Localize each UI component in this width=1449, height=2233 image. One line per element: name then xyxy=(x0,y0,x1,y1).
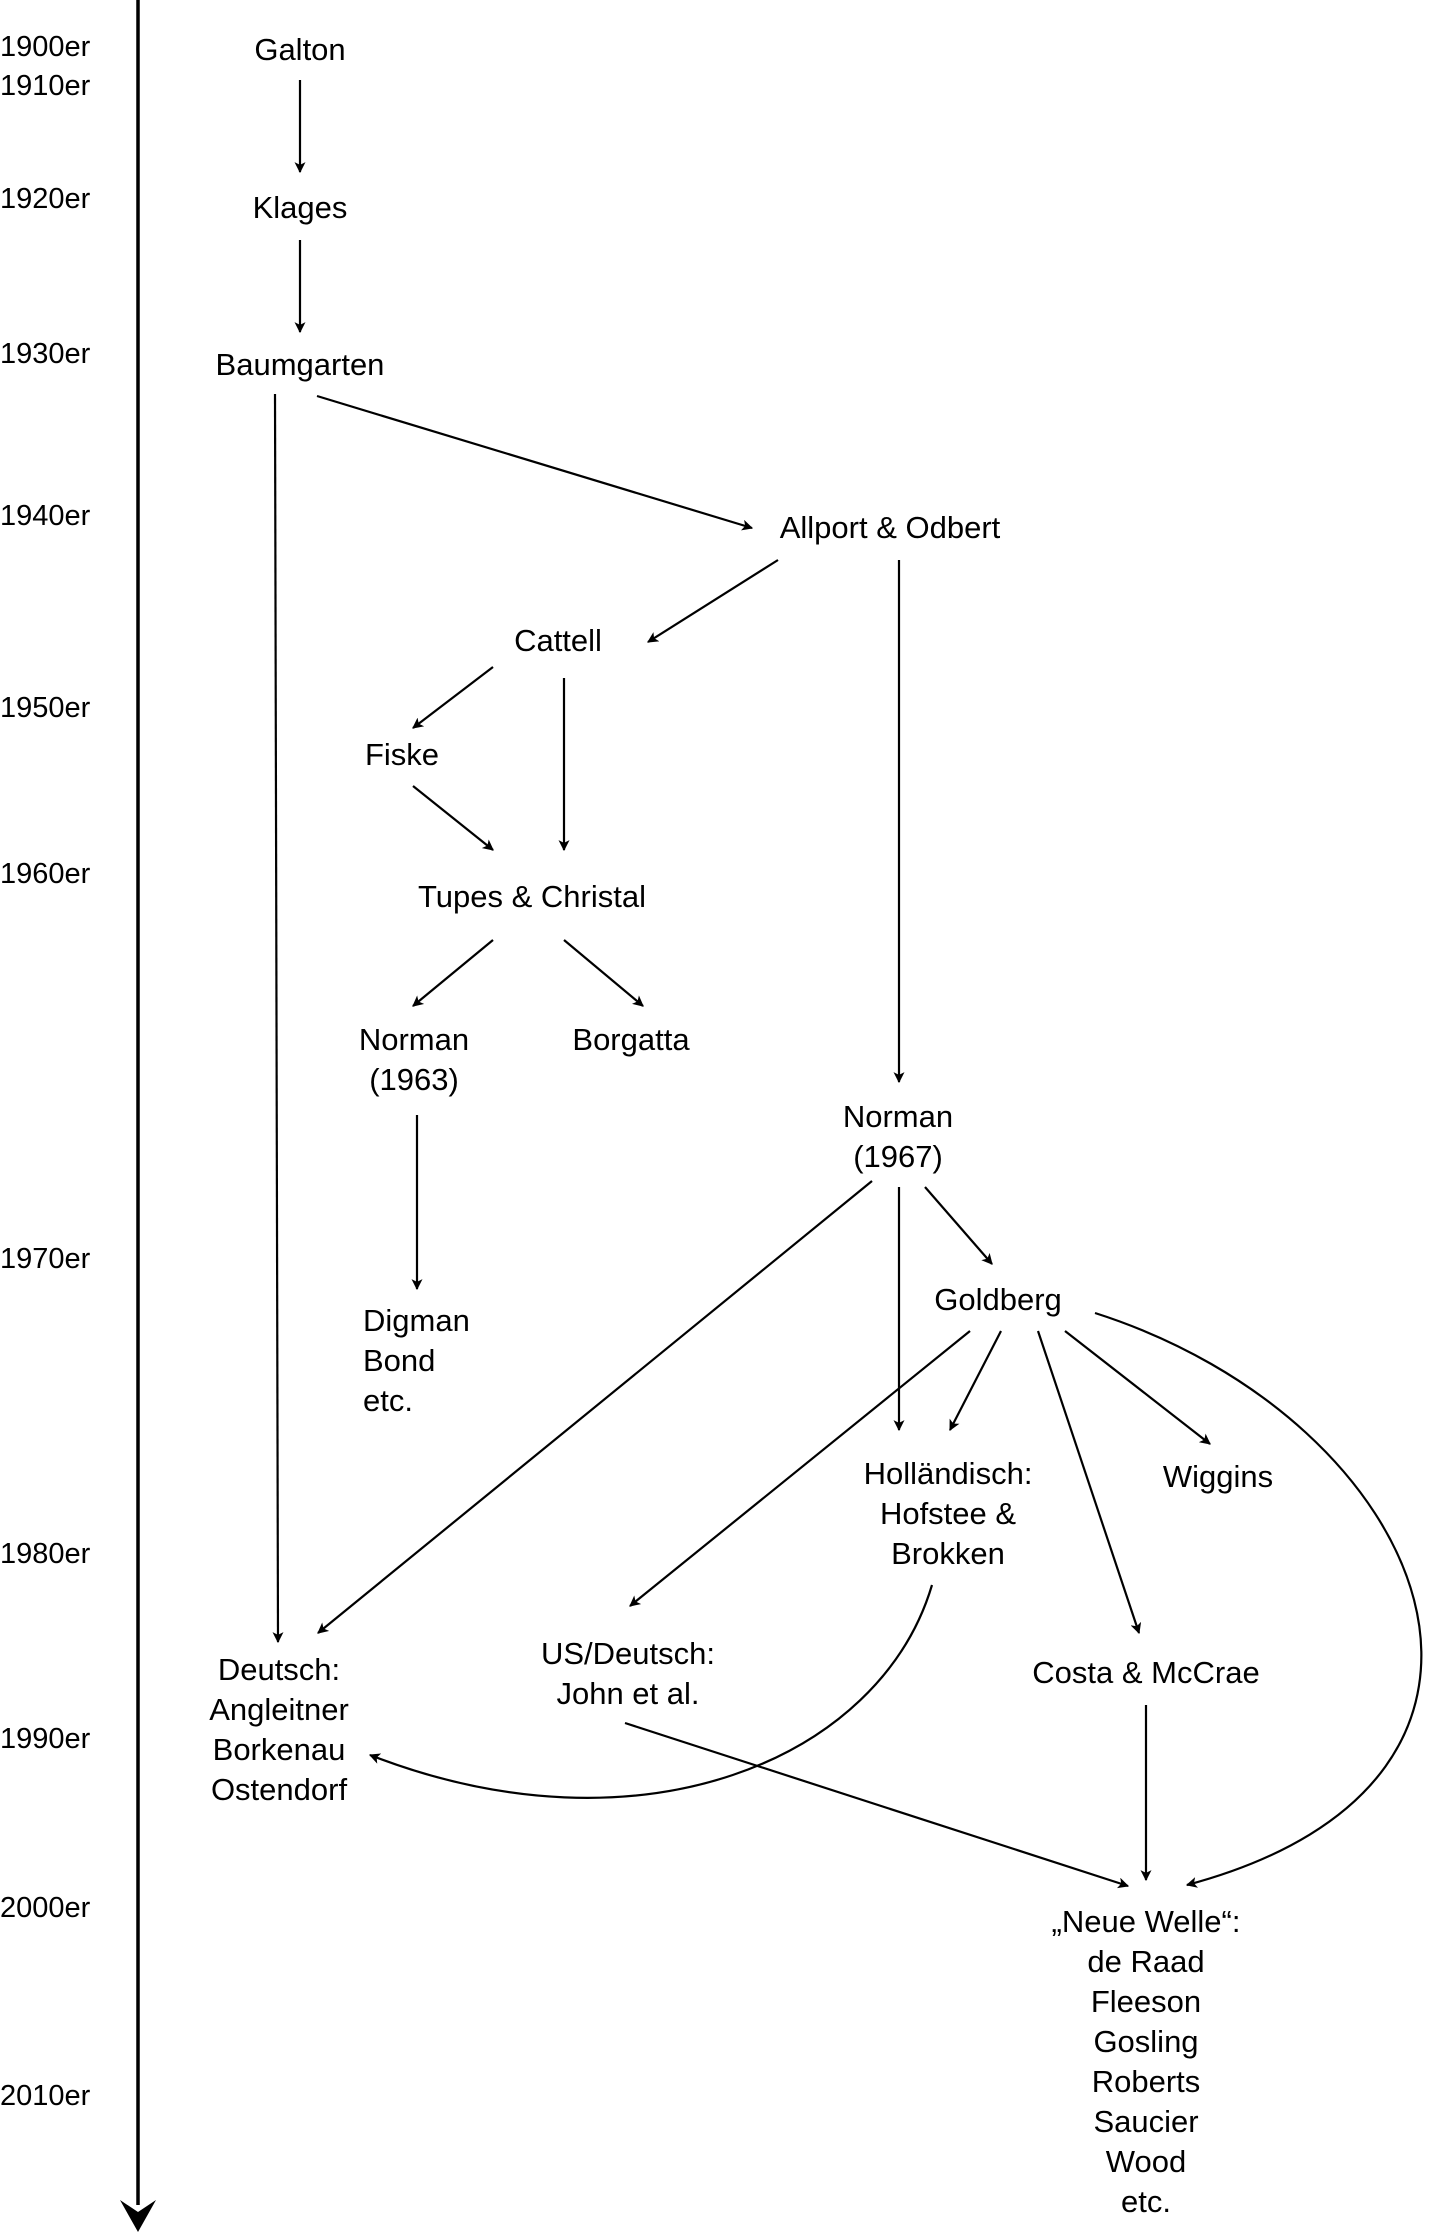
node-fiske-line-1: Fiske xyxy=(365,737,439,772)
node-neue-welle-line-7: Wood xyxy=(1106,2144,1186,2179)
node-fiske: Fiske xyxy=(365,737,439,772)
edge-goldberg-to-hollaendisch xyxy=(949,1330,1002,1431)
node-us-deutsch-line-1: US/Deutsch: xyxy=(541,1636,715,1671)
edge-us-deutsch-to-neue-welle xyxy=(624,1721,1130,1889)
node-neue-welle-line-2: de Raad xyxy=(1087,1944,1204,1979)
node-digman-bond-line-1: Digman xyxy=(363,1303,470,1338)
node-deutsch-line-2: Angleitner xyxy=(209,1692,349,1727)
node-tupes-christal-line-1: Tupes & Christal xyxy=(418,879,646,914)
decade-label-1980: 1980er xyxy=(0,1538,91,1570)
node-galton: Galton xyxy=(254,32,345,67)
edge-norman-1967-to-deutsch xyxy=(317,1180,873,1634)
decade-label-1900: 1900er xyxy=(0,31,91,63)
node-klages-line-1: Klages xyxy=(253,190,348,225)
node-norman-1967: Norman (1967) xyxy=(843,1099,953,1174)
node-norman-1963-line-2: (1963) xyxy=(369,1062,459,1097)
node-hollaendisch-line-1: Holländisch: xyxy=(864,1456,1033,1491)
node-digman-bond-line-3: etc. xyxy=(363,1383,413,1418)
edge-goldberg-to-costa-mccrae xyxy=(1036,1330,1142,1635)
decade-label-2010: 2010er xyxy=(0,2080,91,2112)
decade-label-2000: 2000er xyxy=(0,1892,91,1924)
edge-hollaendisch-to-deutsch xyxy=(368,1584,934,1799)
node-digman-bond-line-2: Bond xyxy=(363,1343,435,1378)
edges xyxy=(272,80,1423,1889)
node-allport-odbert: Allport & Odbert xyxy=(780,510,1001,545)
node-neue-welle-line-5: Roberts xyxy=(1092,2064,1201,2099)
edge-goldberg-to-wiggins xyxy=(1064,1330,1211,1445)
node-norman-1967-line-2: (1967) xyxy=(853,1139,943,1174)
decade-label-1910: 1910er xyxy=(0,70,91,102)
edge-goldberg-to-us-deutsch xyxy=(629,1330,971,1607)
node-us-deutsch: US/Deutsch: John et al. xyxy=(541,1636,715,1711)
node-costa-mccrae: Costa & McCrae xyxy=(1032,1655,1259,1690)
node-wiggins-line-1: Wiggins xyxy=(1163,1459,1273,1494)
node-neue-welle-line-3: Fleeson xyxy=(1091,1984,1201,2019)
decade-label-1970: 1970er xyxy=(0,1243,91,1275)
node-hollaendisch: Holländisch: Hofstee & Brokken xyxy=(864,1456,1033,1571)
node-hollaendisch-line-3: Brokken xyxy=(891,1536,1005,1571)
node-baumgarten: Baumgarten xyxy=(216,347,385,382)
node-cattell-line-1: Cattell xyxy=(514,623,602,658)
decade-label-1950: 1950er xyxy=(0,692,91,724)
node-goldberg: Goldberg xyxy=(934,1282,1062,1317)
node-deutsch-line-1: Deutsch: xyxy=(218,1652,340,1687)
node-costa-mccrae-line-1: Costa & McCrae xyxy=(1032,1655,1259,1690)
node-neue-welle-line-6: Saucier xyxy=(1093,2104,1198,2139)
node-neue-welle-line-4: Gosling xyxy=(1093,2024,1198,2059)
node-klages: Klages xyxy=(253,190,348,225)
node-tupes-christal: Tupes & Christal xyxy=(418,879,646,914)
node-allport-odbert-line-1: Allport & Odbert xyxy=(780,510,1001,545)
node-hollaendisch-line-2: Hofstee & xyxy=(880,1496,1016,1531)
node-deutsch-line-4: Ostendorf xyxy=(211,1772,348,1807)
decade-label-1940: 1940er xyxy=(0,500,91,532)
node-cattell: Cattell xyxy=(514,623,602,658)
decade-label-1930: 1930er xyxy=(0,338,91,370)
decade-label-1960: 1960er xyxy=(0,858,91,890)
node-goldberg-line-1: Goldberg xyxy=(934,1282,1062,1317)
edge-cattell-to-fiske xyxy=(412,666,494,729)
decade-label-1920: 1920er xyxy=(0,183,91,215)
decade-label-1990: 1990er xyxy=(0,1723,91,1755)
node-deutsch-line-3: Borkenau xyxy=(213,1732,346,1767)
edge-allport-odbert-to-cattell xyxy=(647,559,779,643)
node-norman-1967-line-1: Norman xyxy=(843,1099,953,1134)
node-neue-welle-line-1: „Neue Welle“: xyxy=(1052,1904,1241,1939)
node-norman-1963-line-1: Norman xyxy=(359,1022,469,1057)
node-galton-line-1: Galton xyxy=(254,32,345,67)
edge-tupes-christal-to-borgatta xyxy=(563,939,644,1007)
node-borgatta-line-1: Borgatta xyxy=(572,1022,690,1057)
edge-norman-1967-to-goldberg xyxy=(924,1186,993,1265)
node-neue-welle: „Neue Welle“: de RaadFleesonGoslingRobert… xyxy=(1052,1904,1241,2219)
timeline-arrow-icon xyxy=(120,2200,156,2232)
node-us-deutsch-line-2: John et al. xyxy=(556,1676,699,1711)
edge-baumgarten-to-deutsch xyxy=(272,393,284,1644)
edge-fiske-to-tupes-christal xyxy=(412,785,494,851)
edge-baumgarten-to-allport-odbert xyxy=(316,394,754,531)
node-baumgarten-line-1: Baumgarten xyxy=(216,347,385,382)
decade-labels: 1900er 1910er 1920er 1930er 1940er 1950er 1960… xyxy=(0,31,91,2112)
node-neue-welle-line-8: etc. xyxy=(1121,2184,1171,2219)
node-wiggins: Wiggins xyxy=(1163,1459,1273,1494)
edge-tupes-christal-to-norman-1963 xyxy=(412,939,494,1007)
edge-goldberg-to-neue-welle xyxy=(1094,1311,1423,1888)
node-borgatta: Borgatta xyxy=(572,1022,690,1057)
node-norman-1963: Norman (1963) xyxy=(359,1022,469,1097)
